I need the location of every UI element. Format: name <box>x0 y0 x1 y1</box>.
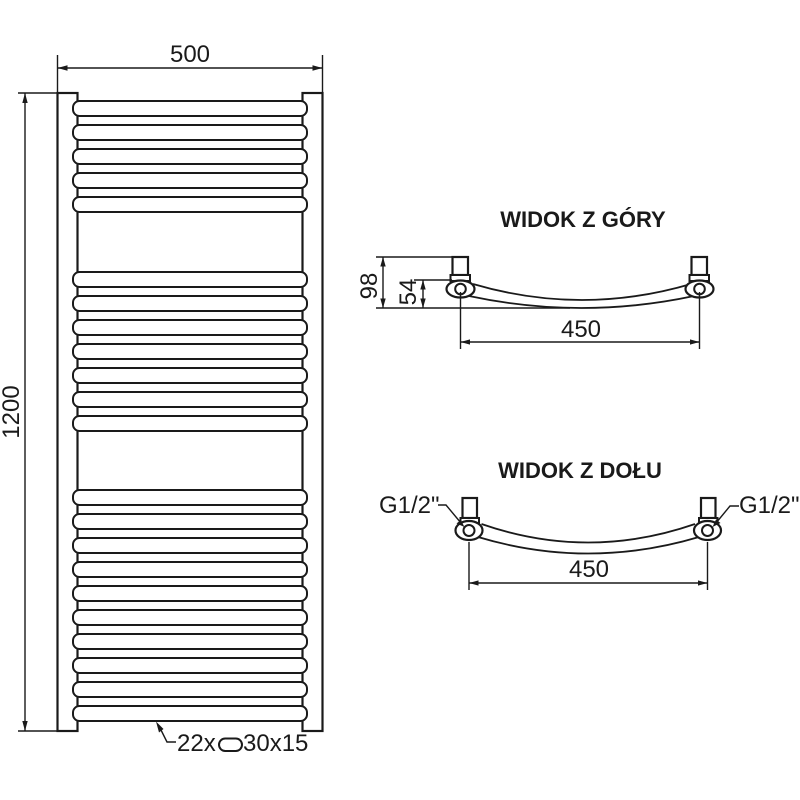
top-view-title: WIDOK Z GÓRY <box>500 207 666 232</box>
axis-depth-dim-label: 54 <box>395 279 422 306</box>
spacing-dim-label: 450 <box>561 316 601 343</box>
wall-bracket <box>690 255 709 277</box>
rung <box>72 343 308 360</box>
arrow-right-icon <box>690 339 700 345</box>
rung-profile-label: 30x15 <box>243 730 308 757</box>
rung <box>72 609 308 626</box>
leader-line <box>715 505 739 524</box>
rung <box>72 319 308 336</box>
right-connection-label: G1/2" <box>739 492 800 519</box>
rung <box>72 513 308 530</box>
rung <box>72 172 308 189</box>
depth-dimension: 98 <box>356 256 570 309</box>
rung <box>72 124 308 141</box>
rung <box>72 585 308 602</box>
arrow-down-icon <box>420 298 426 308</box>
arrow-down-icon <box>22 721 28 731</box>
connection-port <box>462 524 476 537</box>
rung <box>72 657 308 674</box>
leader-line <box>438 504 462 524</box>
rung-curve-back-edge <box>477 536 700 555</box>
rung-count-note: 22x 30x15 <box>156 721 308 757</box>
rung <box>72 489 308 506</box>
spacing-dimension: 450 <box>468 542 709 590</box>
rung <box>72 561 308 578</box>
rung <box>72 367 308 384</box>
rung-curve-back-edge <box>468 295 695 309</box>
rung <box>72 705 308 722</box>
rung <box>72 100 308 117</box>
rung <box>72 295 308 312</box>
bottom-view: WIDOK Z DOŁU G1/2" G1/2" <box>379 458 800 590</box>
right-fixture <box>684 255 715 299</box>
wall-bracket <box>451 255 470 277</box>
leader-arrow-icon <box>156 721 164 733</box>
arrow-left-icon <box>57 65 68 71</box>
rung <box>72 148 308 165</box>
right-fixture <box>692 496 723 542</box>
spacing-dimension: 450 <box>459 292 701 349</box>
height-dim-label: 1200 <box>0 385 25 438</box>
rung <box>72 415 308 432</box>
width-dimension: 500 <box>56 41 324 93</box>
arrow-down-icon <box>380 298 386 308</box>
left-connection-callout: G1/2" <box>379 492 465 527</box>
left-connection-label: G1/2" <box>379 492 440 519</box>
rung <box>72 196 308 213</box>
width-dim-label: 500 <box>170 41 210 68</box>
rungs <box>72 100 308 722</box>
leader-line <box>160 729 176 743</box>
tube-profile-icon <box>218 737 243 752</box>
arrow-left-icon <box>469 580 479 586</box>
arrow-right-icon <box>312 65 323 71</box>
left-fixture <box>454 496 484 542</box>
rung-count-label: 22x <box>177 730 216 757</box>
wall-bracket <box>699 496 717 520</box>
top-view: WIDOK Z GÓRY 98 <box>356 207 715 349</box>
depth-dim-label: 98 <box>356 273 383 300</box>
spacing-dim-label: 450 <box>569 556 609 583</box>
axis-depth-dimension: 54 <box>395 279 452 308</box>
arrow-left-icon <box>460 339 470 345</box>
rung <box>72 537 308 554</box>
rung <box>72 633 308 650</box>
arrow-up-icon <box>420 280 426 290</box>
leader-arrow-icon <box>712 519 721 527</box>
rung-curve-front-edge <box>481 523 696 544</box>
wall-bracket <box>461 496 479 520</box>
height-dimension: 1200 <box>0 92 58 732</box>
arrow-up-icon <box>380 257 386 267</box>
bottom-view-title: WIDOK Z DOŁU <box>498 458 662 483</box>
rung <box>72 271 308 288</box>
leader-arrow-icon <box>456 520 465 527</box>
connection-port <box>701 524 714 537</box>
arrow-up-icon <box>22 93 28 103</box>
left-fixture <box>445 255 476 299</box>
front-view: 500 1200 22x 30x15 <box>0 41 324 757</box>
rung-curve-front-edge <box>472 283 692 301</box>
rung <box>72 391 308 408</box>
arrow-right-icon <box>698 580 708 586</box>
right-connection-callout: G1/2" <box>712 492 800 527</box>
rung <box>72 681 308 698</box>
